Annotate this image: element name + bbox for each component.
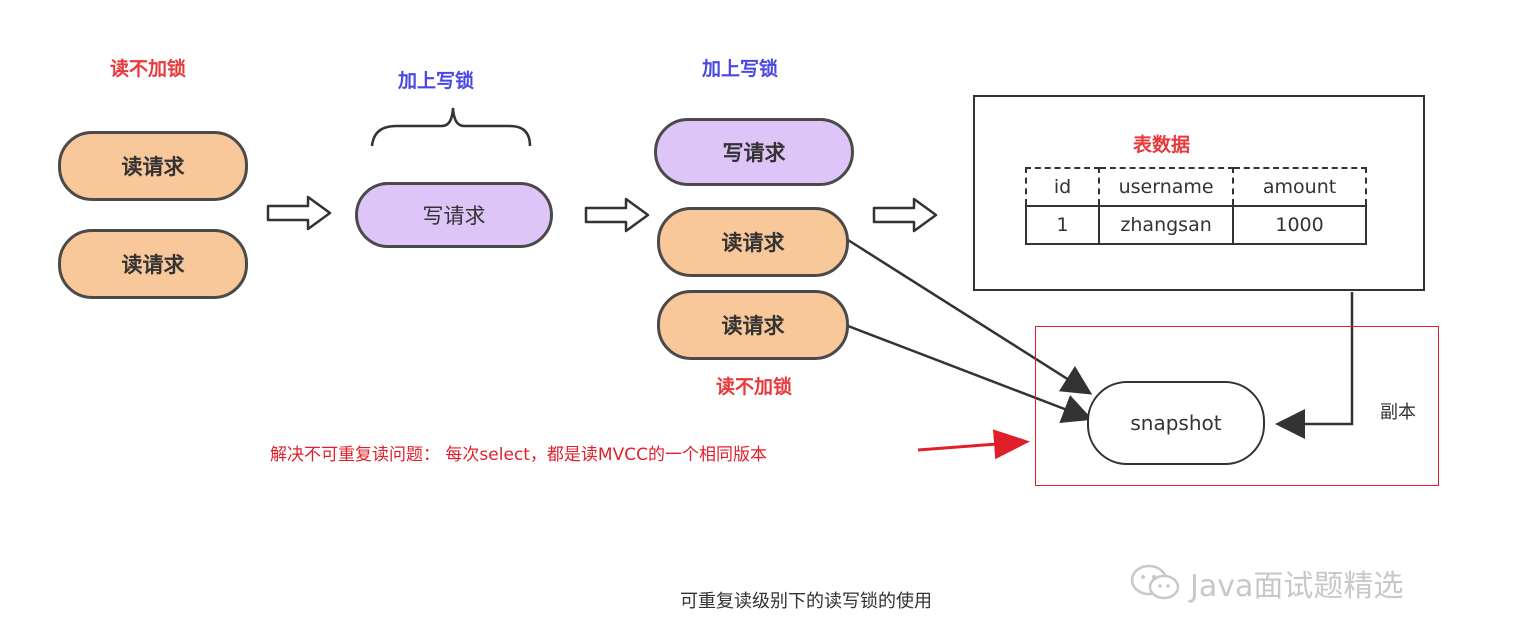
- read-request-2: 读请求: [58, 229, 248, 299]
- arrow-read2-snapshot: [847, 324, 1093, 424]
- stage3-label-bottom: 读不加锁: [716, 376, 793, 398]
- cell-amount: 1000: [1232, 205, 1367, 245]
- snapshot-node: snapshot: [1087, 381, 1265, 465]
- data-table: id username amount 1 zhangsan 1000: [1024, 167, 1367, 245]
- read-request-1: 读请求: [58, 131, 248, 201]
- note-arrow: [917, 429, 1030, 460]
- table-row: 1 zhangsan 1000: [1024, 205, 1367, 245]
- write-request: 写请求: [355, 182, 553, 248]
- note-text: 解决不可重复读问题： 每次select，都是读MVCC的一个相同版本: [270, 445, 767, 465]
- header-username: username: [1098, 167, 1235, 207]
- stage3-label-top: 加上写锁: [702, 58, 779, 80]
- copy-label: 副本: [1380, 402, 1416, 423]
- caption: 可重复读级别下的读写锁的使用: [680, 591, 932, 612]
- wechat-icon: [1128, 562, 1184, 602]
- brace: [370, 107, 532, 147]
- stage1-label: 读不加锁: [110, 58, 187, 80]
- cell-id: 1: [1024, 205, 1101, 245]
- flow-arrow-2: [584, 197, 650, 233]
- flow-arrow-1: [266, 195, 332, 231]
- header-amount: amount: [1232, 167, 1367, 207]
- watermark-text: Java面试题精选: [1190, 569, 1404, 604]
- stage2-label: 加上写锁: [398, 70, 475, 92]
- table-header-row: id username amount: [1024, 167, 1367, 207]
- flow-arrow-3: [872, 197, 938, 233]
- snapshot-highlight-box: [1035, 326, 1439, 486]
- read-request-4: 读请求: [657, 290, 849, 360]
- header-id: id: [1024, 167, 1101, 207]
- write-request-locked: 写请求: [654, 118, 854, 186]
- arrow-table-snapshot: [1275, 292, 1354, 439]
- read-request-3: 读请求: [657, 207, 849, 277]
- arrow-read1-snapshot: [847, 238, 1093, 395]
- table-title: 表数据: [1133, 134, 1191, 156]
- cell-username: zhangsan: [1098, 205, 1235, 245]
